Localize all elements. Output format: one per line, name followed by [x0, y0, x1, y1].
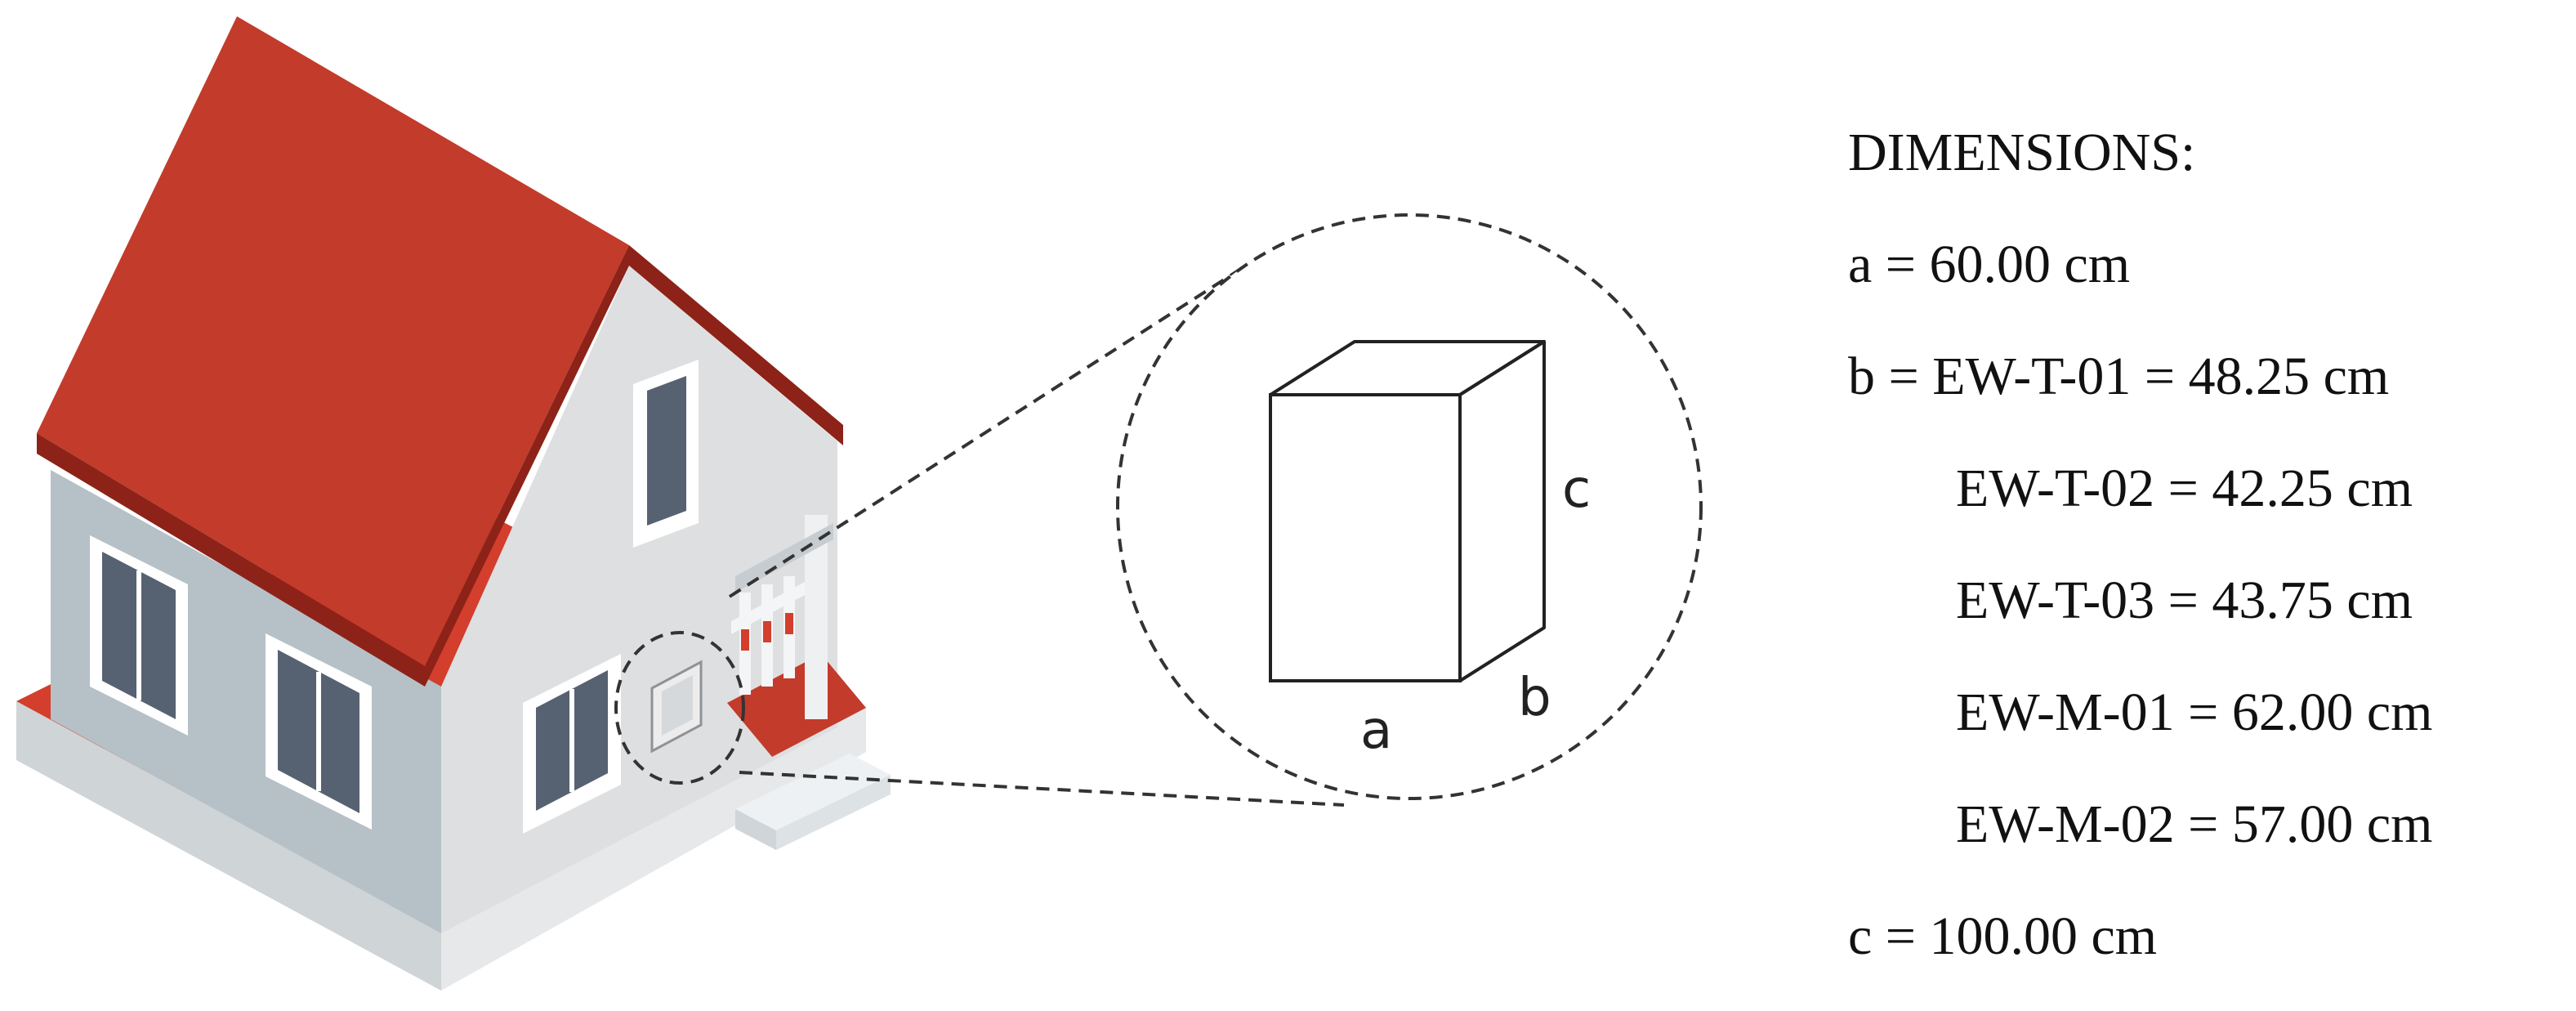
dimension-c: c = 100.00 cm: [1848, 906, 2158, 966]
dimension-label-a: a: [1360, 700, 1392, 761]
porch-railing: [731, 576, 805, 695]
porch-floor: [727, 654, 866, 757]
dimension-b-ew-t-02: EW-T-02 = 42.25 cm: [1956, 459, 2413, 518]
gable-window: [633, 360, 699, 548]
dimension-b-ew-t-03: EW-T-03 = 43.75 cm: [1956, 570, 2413, 630]
box-front-face: [1269, 393, 1462, 682]
porch-step-top: [735, 754, 891, 830]
callout-line-top: [728, 264, 1248, 598]
house-base-front-edge: [16, 701, 441, 991]
roof-ridge-edge: [425, 245, 843, 687]
dimension-b-ew-m-02: EW-M-02 = 57.00 cm: [1956, 794, 2433, 854]
dimension-label-c: c: [1562, 459, 1591, 520]
wall-box-inner: [662, 675, 693, 736]
box-dimension-figure: a b c: [1269, 340, 1591, 761]
dimensions-list: DIMENSIONS: a = 60.00 cm b = EW-T-01 = 4…: [1848, 96, 2567, 992]
front-window-right: [266, 633, 372, 830]
front-window-left: [90, 535, 188, 736]
porch-step-side: [776, 775, 891, 850]
porch-roof-edge: [735, 523, 833, 593]
box-side-face: [1458, 340, 1546, 682]
dimension-a: a = 60.00 cm: [1848, 235, 2131, 294]
roof-main: [37, 16, 629, 666]
callout-small-circle: [614, 631, 745, 785]
dimension-label-b: b: [1518, 668, 1551, 728]
porch-step-front: [735, 809, 776, 850]
house-base-side-edge: [441, 708, 866, 991]
dimension-b-ew-t-01: b = EW-T-01 = 48.25 cm: [1848, 347, 2390, 406]
roof-front-edge: [37, 433, 425, 687]
dimensions-heading: DIMENSIONS:: [1848, 123, 2196, 182]
house-illustration: [16, 16, 891, 991]
callout-line-bottom: [739, 771, 1345, 807]
side-window: [523, 654, 621, 834]
dimension-b-ew-m-01: EW-M-01 = 62.00 cm: [1956, 682, 2433, 742]
